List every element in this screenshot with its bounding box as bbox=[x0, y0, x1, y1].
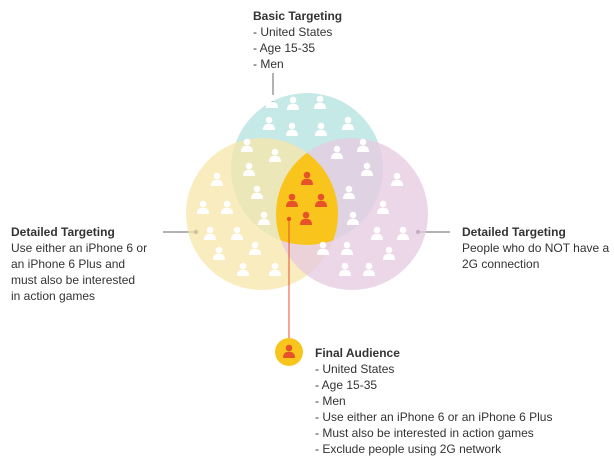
detailed-targeting-left-line: must also be interested bbox=[11, 273, 136, 287]
detailed-targeting-left-line: Use either an iPhone 6 or bbox=[11, 241, 148, 255]
final-audience-title: Final Audience bbox=[315, 346, 400, 360]
basic-targeting-line: - Men bbox=[253, 57, 284, 71]
detailed-targeting-left-label: Detailed Targeting Use either an iPhone … bbox=[11, 224, 147, 304]
basic-targeting-line: - United States bbox=[253, 25, 333, 39]
detailed-targeting-right-line: 2G connection bbox=[462, 257, 540, 271]
final-audience-intersection bbox=[276, 138, 338, 245]
final-audience-line: - Exclude people using 2G network bbox=[315, 442, 502, 456]
detailed-targeting-right-label: Detailed Targeting People who do NOT hav… bbox=[462, 224, 609, 272]
final-audience-line: - Age 15-35 bbox=[315, 378, 378, 392]
detailed-targeting-right-line: People who do NOT have a bbox=[462, 241, 610, 255]
final-audience-line: - Men bbox=[315, 394, 346, 408]
basic-targeting-label: Basic Targeting - United States - Age 15… bbox=[253, 8, 342, 72]
basic-targeting-line: - Age 15-35 bbox=[253, 41, 316, 55]
final-audience-line: - Must also be interested in action game… bbox=[315, 426, 534, 440]
detailed-targeting-right-title: Detailed Targeting bbox=[462, 225, 566, 239]
detailed-targeting-left-line: in action games bbox=[11, 289, 96, 303]
basic-targeting-title: Basic Targeting bbox=[253, 9, 343, 23]
final-audience-line: - Use either an iPhone 6 or an iPhone 6 … bbox=[315, 410, 553, 424]
final-audience-line: - United States bbox=[315, 362, 395, 376]
final-audience-label: Final Audience - United States - Age 15-… bbox=[315, 345, 552, 457]
detailed-targeting-left-line: an iPhone 6 Plus and bbox=[11, 257, 126, 271]
detailed-targeting-left-title: Detailed Targeting bbox=[11, 225, 115, 239]
